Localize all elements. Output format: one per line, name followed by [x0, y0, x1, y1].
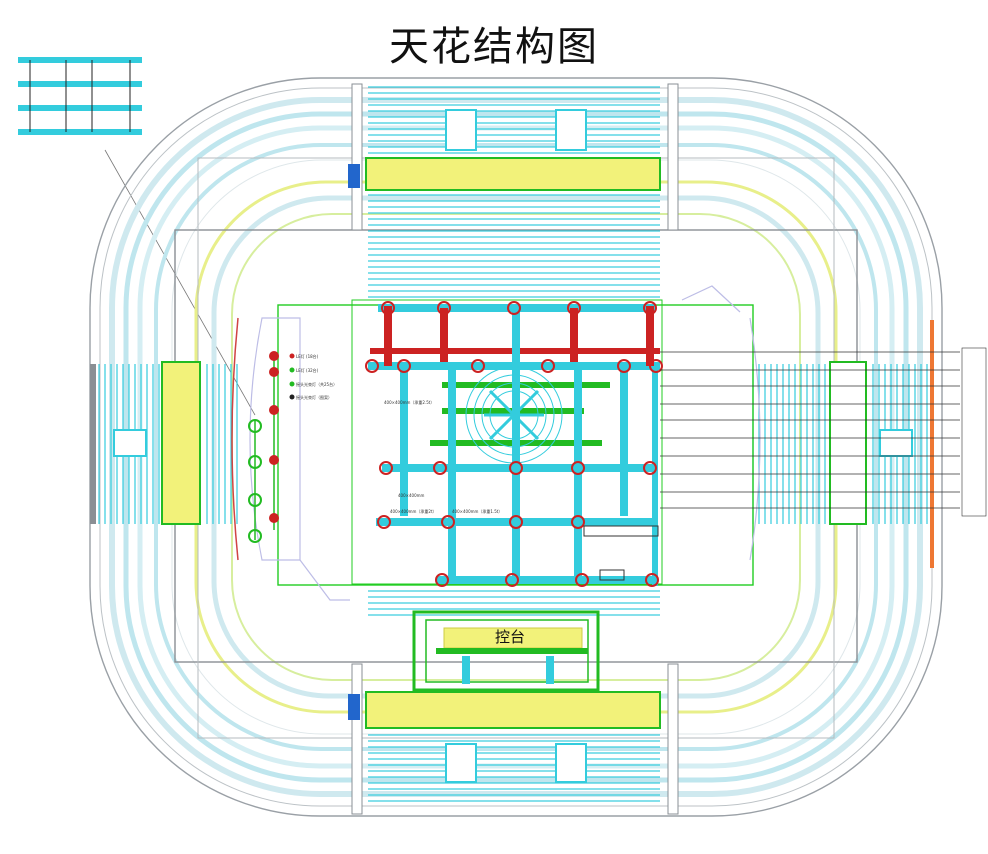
center-rig: [465, 366, 563, 464]
leader-lines: [660, 347, 987, 517]
legend-text: LE灯 (18台): [296, 353, 319, 359]
west-stand: [90, 361, 240, 525]
truss-note: 400×400mm: [398, 493, 425, 498]
legend-item: LE灯 (18台): [289, 353, 319, 359]
east-stand: [752, 320, 934, 568]
hoist-points: [365, 301, 663, 587]
legend-item: 摇头光束灯（图案）: [289, 394, 332, 400]
truss-note: 400×400mm（承重2t）: [390, 508, 437, 514]
ceiling-truss: [368, 304, 660, 586]
legend-swatch: [289, 394, 295, 400]
legend-swatch: [289, 381, 295, 387]
diagram-title: 天花结构图: [389, 24, 599, 70]
truss-note: 400×400mm（承重2.5t）: [384, 399, 434, 405]
console-area: [412, 525, 659, 692]
legend-text: 摇头光束灯（图案）: [296, 394, 332, 400]
south-stand: [348, 588, 661, 802]
legend-text: 摇头光束灯（共25台）: [296, 381, 337, 387]
legend-item: 摇头光束灯（共25台）: [289, 381, 337, 387]
legend-swatch: [289, 353, 295, 359]
legend-swatch: [289, 367, 295, 373]
west-light-column: [248, 351, 279, 543]
legend-item: LE灯 (32台): [289, 367, 319, 373]
north-stand: [348, 86, 661, 300]
console-label: 控台: [494, 628, 525, 646]
truss-note: 400×400mm（承重1.5t）: [452, 508, 502, 514]
legend-text: LE灯 (32台): [296, 367, 319, 373]
truss-detail: [18, 57, 256, 416]
